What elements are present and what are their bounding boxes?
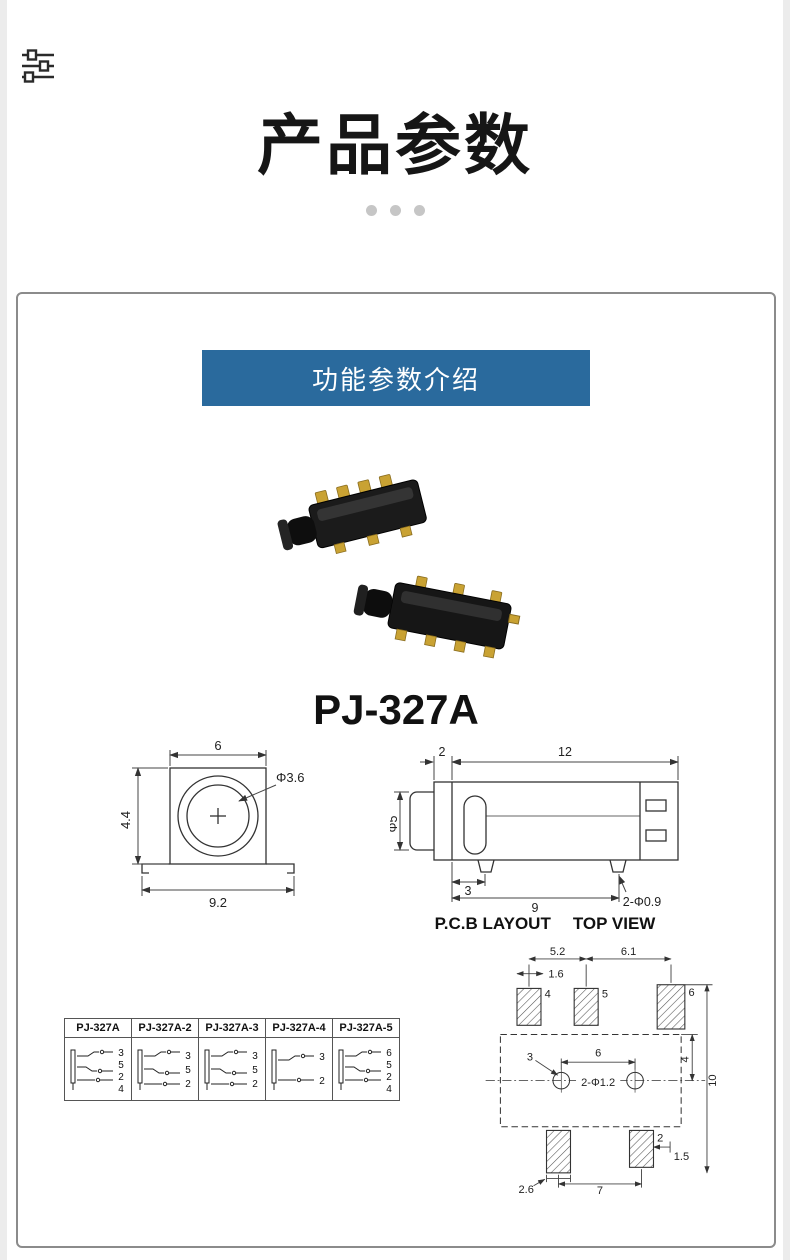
pcb-pad6-label: 6	[689, 987, 695, 999]
pcb-dim-7: 7	[597, 1185, 603, 1195]
variant-schematic-cell: 3 5 2	[131, 1037, 199, 1101]
label-backing	[576, 1076, 621, 1089]
pin-number: 2	[118, 1072, 124, 1083]
variant-header: PJ-327A-4	[265, 1018, 333, 1038]
dot	[389, 205, 401, 216]
pcb-layout-drawing: 5.2 6.1 1.6 4 5 6 3 6 2-Φ1.2 4 10 2 1.5 …	[485, 946, 719, 1195]
side-view-outline	[409, 781, 679, 873]
divider-dots	[0, 205, 790, 216]
pcb-holes-note: 2-Φ1.2	[581, 1077, 615, 1089]
variants-table: PJ-327A PJ-327A-2 PJ-327A-3 PJ-327A-4 PJ…	[64, 1018, 400, 1101]
side-view-dimension-lines	[394, 756, 679, 902]
variant-schematic-cell: 3 5 2	[198, 1037, 266, 1101]
variant-schematic-cell: 3 2	[265, 1037, 333, 1101]
pin-number: 3	[252, 1051, 258, 1062]
pcb-dim-4: 4	[680, 1056, 692, 1062]
pcb-dim-1-5: 1.5	[674, 1151, 689, 1163]
model-title: PJ-327A	[313, 686, 479, 733]
pcb-dim-10: 10	[707, 1074, 719, 1086]
pcb-dim-6: 6	[595, 1048, 601, 1060]
pin-number: 6	[386, 1048, 392, 1059]
jack-schematic	[137, 1049, 180, 1090]
side-dim-span: 9	[532, 901, 539, 915]
pin-number: 2	[319, 1076, 325, 1087]
pin-number: 5	[185, 1065, 191, 1076]
pin-number: 3	[185, 1051, 191, 1062]
jack-schematic	[338, 1049, 381, 1090]
pin-number: 2	[185, 1079, 191, 1090]
front-view-dimension-lines	[132, 750, 295, 896]
front-dim-height: 4.4	[118, 811, 133, 829]
variants-schematic-row: 3 5 2 4	[64, 1037, 400, 1101]
connector-bottom	[353, 575, 521, 659]
variant-schematic-cell: 6 5 2 4	[332, 1037, 400, 1101]
jack-schematic	[204, 1049, 247, 1090]
pin-number: 4	[386, 1084, 392, 1095]
pin-number: 3	[319, 1052, 325, 1063]
side-dim-length: 12	[558, 746, 572, 759]
front-view-outline	[141, 767, 295, 874]
pcb-pads	[516, 984, 686, 1174]
front-dim-width: 6	[214, 738, 221, 753]
pcb-layout-label: P.C.B LAYOUT	[434, 914, 551, 933]
front-dim-base: 9.2	[209, 895, 227, 910]
pin-number: 5	[118, 1060, 124, 1071]
jack-schematic	[70, 1049, 113, 1090]
side-dim-holes: 2-Φ0.9	[623, 895, 662, 909]
page-left-gutter	[0, 0, 7, 1260]
pcb-pad2-label: 2	[657, 1133, 663, 1145]
side-dim-step: 2	[439, 746, 446, 759]
variant-header: PJ-327A-3	[198, 1018, 266, 1038]
pin-number: 4	[118, 1084, 124, 1095]
pcb-dim-3: 3	[527, 1051, 533, 1063]
pin-number: 5	[252, 1065, 258, 1076]
top-view-label: TOP VIEW	[572, 914, 656, 933]
pcb-dim-1-6: 1.6	[548, 968, 563, 980]
pcb-pad5-label: 5	[602, 989, 608, 1001]
variant-header: PJ-327A	[64, 1018, 132, 1038]
variant-header: PJ-327A-2	[131, 1018, 199, 1038]
pcb-dimension-lines	[516, 956, 713, 1188]
pcb-dim-5-2: 5.2	[550, 946, 565, 958]
pcb-dim-6-1: 6.1	[621, 946, 636, 958]
pin-number: 2	[386, 1072, 392, 1083]
variants-header-row: PJ-327A PJ-327A-2 PJ-327A-3 PJ-327A-4 PJ…	[64, 1018, 400, 1038]
page-right-gutter	[783, 0, 790, 1260]
front-dim-hole: Φ3.6	[276, 770, 304, 785]
drawing-caption: P.C.B LAYOUT TOP VIEW	[390, 914, 700, 934]
connector-top	[277, 474, 427, 555]
parameters-card: 功能参数介绍	[16, 292, 776, 1248]
section-banner: 功能参数介绍	[202, 350, 590, 406]
pcb-pad4-label: 4	[545, 989, 551, 1001]
side-view-drawing: 2 12 Φ5 3 2-Φ0.9 9	[390, 746, 679, 915]
dot	[413, 205, 425, 216]
dot	[365, 205, 377, 216]
jack-schematic	[271, 1049, 314, 1090]
pin-number: 5	[386, 1060, 392, 1071]
pin-number: 3	[118, 1048, 124, 1059]
variant-header: PJ-327A-5	[332, 1018, 400, 1038]
pcb-dim-2-6: 2.6	[519, 1184, 534, 1195]
sliders-icon	[22, 49, 54, 83]
front-view-drawing: 6 4.4 9.2 Φ3.6	[118, 738, 304, 910]
side-dim-dia: Φ5	[390, 815, 400, 832]
pin-number: 2	[252, 1079, 258, 1090]
side-dim-foot: 3	[465, 884, 472, 898]
pcb-body	[485, 1034, 706, 1128]
page-title: 产品参数	[257, 108, 533, 182]
product-photo	[277, 474, 521, 659]
variant-schematic-cell: 3 5 2 4	[64, 1037, 132, 1101]
